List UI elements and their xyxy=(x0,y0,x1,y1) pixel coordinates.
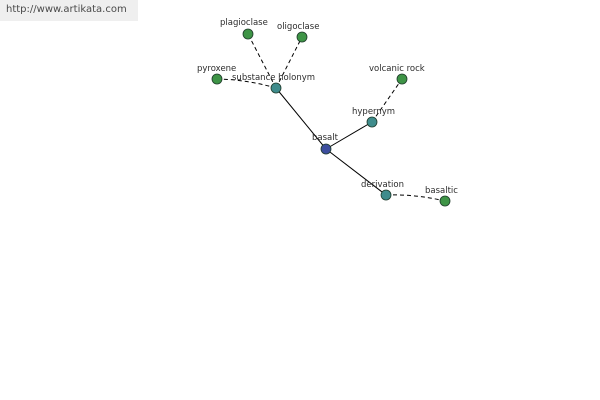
edge-basalt-hypernym xyxy=(325,121,373,150)
node-basalt[interactable] xyxy=(320,143,332,155)
node-label-basalt[interactable]: basalt xyxy=(312,133,339,143)
node-label-volcanic-rock[interactable]: volcanic rock xyxy=(369,64,425,74)
node-derivation[interactable] xyxy=(380,189,392,201)
node-label-substance-holonym[interactable]: substance holonym xyxy=(232,73,315,83)
node-label-hypernym[interactable]: hypernym xyxy=(352,107,395,117)
watermark-banner: http://www.artikata.com xyxy=(0,0,138,21)
edge-hypernym-volcanic-rock xyxy=(371,78,403,123)
graph-nodes xyxy=(211,28,451,207)
node-basaltic[interactable] xyxy=(439,195,451,207)
graph-labels: basalt substance holonym hypernym derivatio… xyxy=(197,18,458,196)
edge-substance-holonym-pyroxene xyxy=(216,78,277,89)
node-hypernym[interactable] xyxy=(366,116,378,128)
watermark-url: http://www.artikata.com xyxy=(6,4,127,15)
node-label-oligoclase[interactable]: oligoclase xyxy=(277,22,319,32)
node-label-derivation[interactable]: derivation xyxy=(361,180,404,190)
edge-basalt-substance-holonym xyxy=(275,87,327,150)
node-plagioclase[interactable] xyxy=(242,28,254,40)
node-volcanic-rock[interactable] xyxy=(396,73,408,85)
edge-basalt-derivation xyxy=(325,148,387,196)
graph-edges xyxy=(216,33,446,202)
node-pyroxene[interactable] xyxy=(211,73,223,85)
node-label-pyroxene[interactable]: pyroxene xyxy=(197,64,236,74)
edge-substance-holonym-oligoclase xyxy=(275,36,303,89)
node-label-basaltic[interactable]: basaltic xyxy=(425,186,458,196)
node-label-plagioclase[interactable]: plagioclase xyxy=(220,18,268,28)
node-oligoclase[interactable] xyxy=(296,31,308,43)
edge-derivation-basaltic xyxy=(385,194,446,202)
node-substance-holonym[interactable] xyxy=(270,82,282,94)
edge-substance-holonym-plagioclase xyxy=(247,33,277,89)
